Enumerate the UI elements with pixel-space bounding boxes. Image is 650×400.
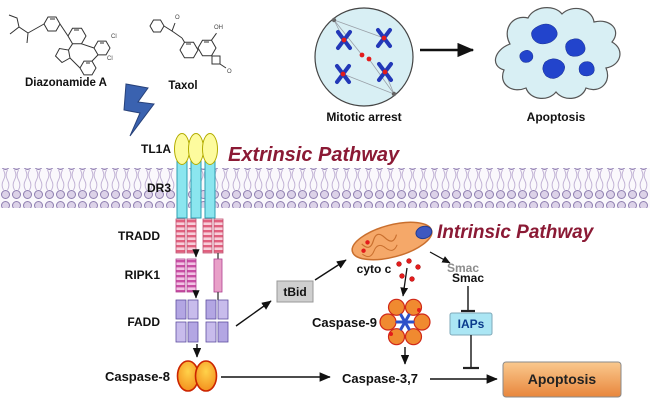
- arrow-complex-to-tbid: [235, 300, 272, 327]
- arrow-tbid-to-mito: [314, 259, 347, 281]
- tl1a-ligand: [174, 133, 218, 165]
- fadd-label: FADD: [127, 315, 160, 329]
- mitotic-arrest-cell: [314, 7, 414, 107]
- fadd-domain: [175, 299, 229, 343]
- cytoc-label: cyto c: [357, 262, 392, 276]
- atom-label: O: [175, 15, 180, 21]
- tradd-label: TRADD: [118, 229, 160, 243]
- atom-label: O: [227, 69, 232, 75]
- diazonamide-structure: Cl Cl: [8, 14, 117, 76]
- extrinsic-pathway-title: Extrinsic Pathway: [228, 144, 400, 166]
- mitochondria: [351, 221, 433, 261]
- tbid-box: [276, 280, 314, 303]
- atom-label: Cl: [107, 56, 113, 62]
- cell-membrane: [0, 168, 650, 208]
- atom-label: Cl: [111, 34, 117, 40]
- smac-front-label: Smac: [452, 271, 484, 285]
- cytoc-dots: [396, 258, 421, 282]
- atom-label: OH: [214, 25, 223, 31]
- apoptotic-cell: [494, 7, 621, 99]
- taxol-structure: O OH O: [149, 15, 232, 75]
- ripk1-label: RIPK1: [125, 268, 161, 282]
- tradd-domain: [175, 218, 224, 254]
- apoptosis-bottom-label: Apoptosis: [528, 371, 597, 387]
- apoptosis-box: [502, 361, 622, 398]
- apoptosome-core: [395, 313, 415, 331]
- caspase9-label: Caspase-9: [312, 315, 377, 330]
- dr3-label: DR3: [147, 181, 171, 195]
- apoptosis-top-label: Apoptosis: [527, 110, 586, 124]
- caspase8-protein: [176, 360, 218, 392]
- diazonamide-label: Diazonamide A: [25, 77, 107, 89]
- iaps-label: IAPs: [458, 317, 485, 331]
- lightning-bolt-icon: [123, 83, 155, 137]
- caspase37-label: Caspase-3,7: [342, 371, 418, 386]
- tl1a-label: TL1A: [141, 142, 171, 156]
- ripk1-domain: [175, 258, 223, 293]
- apoptosome: [379, 298, 431, 346]
- kinetochore-dots: [340, 35, 388, 77]
- mitotic-arrest-label: Mitotic arrest: [326, 110, 401, 124]
- taxol-label: Taxol: [168, 80, 197, 92]
- bax-pore: [415, 225, 433, 240]
- tbid-label: tBid: [283, 285, 306, 299]
- caspase8-label: Caspase-8: [105, 369, 170, 384]
- intrinsic-pathway-title: Intrinsic Pathway: [437, 222, 595, 243]
- smac-back-label: Smac: [447, 261, 479, 275]
- arrow-mito-to-smac: [429, 251, 451, 264]
- nuclear-fragments: [519, 23, 595, 79]
- arrow-cytoc-to-apoptosome: [400, 267, 409, 297]
